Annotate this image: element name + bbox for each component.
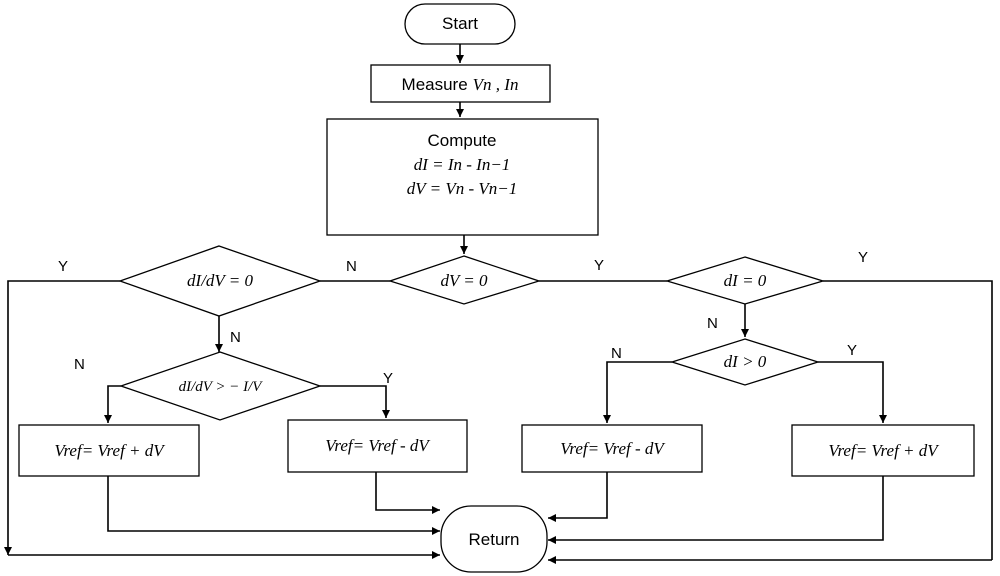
start-terminal [404,3,516,45]
label-dv-zero-yes: Y [594,257,604,274]
return-terminal [440,505,548,573]
compute-eq-di: dI = In - In−1 [414,155,511,174]
arrow-box4-return [548,476,884,544]
compute-box [326,118,599,236]
arrow-dipos-yes [818,361,887,423]
arrow-compare-yes [320,385,390,418]
box-vref-increase-right [791,424,975,477]
arrow-compare-no [104,385,121,423]
label-didv-zero-no: N [230,329,241,346]
decision-di-zero [664,256,826,305]
arrow-box2-return [375,472,440,514]
box-vref-decrease-right-label: Vref= Vref - dV [560,439,666,458]
arrow-dipos-no [603,361,672,423]
arrow-box1-return [107,476,440,535]
decision-dv-zero-label: dV = 0 [440,271,488,290]
decision-didv-zero-label: dI/dV = 0 [187,271,253,290]
label-di-zero-yes: Y [858,249,868,266]
label-compare-no: N [74,356,85,373]
return-label: Return [468,530,519,549]
label-di-positive-yes: Y [847,342,857,359]
label-dv-zero-no: N [346,258,357,275]
decision-di-positive-label: dI > 0 [724,352,767,371]
label-di-positive-no: N [611,345,622,362]
decision-didv-compare-label: dI/dV > − I/V [179,379,264,395]
arrow-box3-return [548,472,608,522]
decision-didv-compare [118,351,323,421]
start-label: Start [442,14,478,33]
decision-didv-zero [118,245,322,317]
box-vref-increase-left [18,424,200,477]
line-didv-yes-down [4,280,120,555]
compute-title: Compute [428,131,497,150]
line-di-yes-down [823,280,993,560]
label-compare-yes: Y [383,370,393,387]
box-vref-increase-right-label: Vref= Vref + dV [828,441,940,460]
decision-di-positive [669,338,821,386]
label-didv-zero-yes: Y [58,258,68,275]
box-vref-decrease-mid [287,419,468,473]
compute-eq-dv: dV = Vn - Vn−1 [407,179,517,198]
decision-di-zero-label: dI = 0 [724,271,767,290]
box-vref-decrease-mid-label: Vref= Vref - dV [325,436,431,455]
box-vref-increase-left-label: Vref= Vref + dV [54,441,166,460]
decision-dv-zero [387,255,542,305]
label-di-zero-no: N [707,315,718,332]
connectors [4,44,993,564]
measure-box [370,64,551,103]
box-vref-decrease-right [521,424,703,473]
